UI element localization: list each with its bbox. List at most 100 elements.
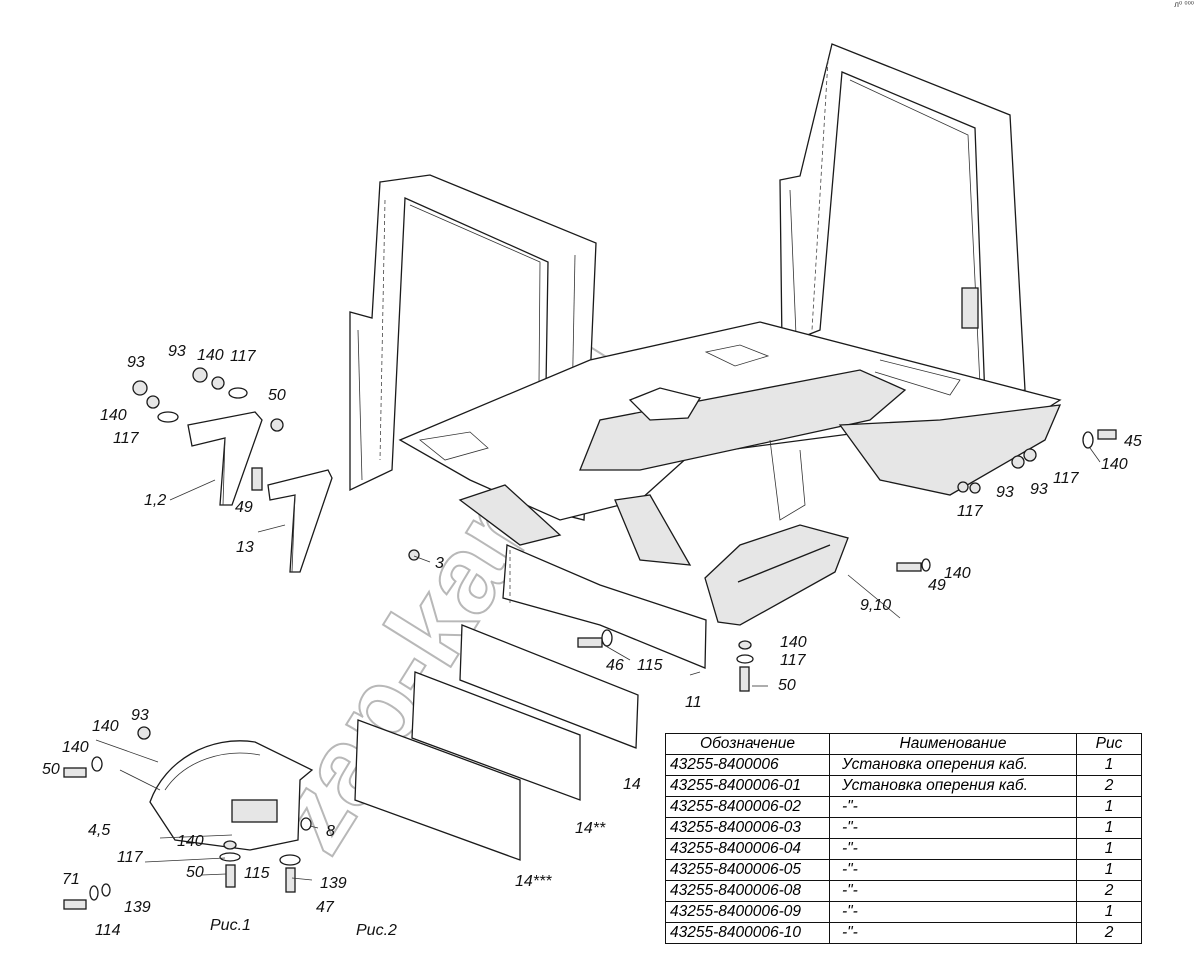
cell-name: -"-	[829, 859, 1077, 881]
callout: 117	[957, 503, 984, 520]
cell-designation: 43255-8400006-05	[665, 859, 830, 881]
table-row: 43255-8400006-04 -"- 1	[665, 838, 1142, 860]
cell-name: -"-	[829, 922, 1077, 944]
cell-name: -"-	[829, 838, 1077, 860]
callout: 140	[1101, 456, 1128, 473]
cell-fig: 2	[1076, 922, 1142, 944]
cell-fig: 1	[1076, 754, 1142, 776]
leader-lines	[144, 447, 1101, 881]
fender-4-5	[95, 739, 314, 851]
cell-fig: 1	[1076, 817, 1142, 839]
callout: 117	[1053, 470, 1080, 487]
callout: 115	[244, 865, 270, 882]
cell-designation: 43255-8400006	[665, 754, 830, 776]
seal-panel-14	[459, 624, 639, 749]
callout: 4,5	[88, 822, 110, 839]
cell-name: Установка оперения каб.	[829, 754, 1077, 776]
callout: 50	[42, 761, 60, 778]
figure-label-1: Рис.1	[210, 917, 251, 934]
callout: 140	[100, 407, 127, 424]
callout: 139	[124, 899, 151, 916]
table-header-row: Обозначение Наименование Рис	[665, 733, 1142, 755]
cell-designation: 43255-8400006-04	[665, 838, 830, 860]
callout: 140	[62, 739, 89, 756]
callout: 140	[92, 718, 119, 735]
spec-table: Обозначение Наименование Рис 43255-84000…	[665, 733, 1142, 944]
corner-mark: л⁰ ⁰⁰⁰	[1174, 0, 1194, 9]
callout: 114	[95, 922, 121, 939]
callout: 14***	[515, 873, 552, 890]
cell-fig: 1	[1076, 796, 1142, 818]
callout: 14**	[575, 820, 606, 837]
cell-fig: 1	[1076, 859, 1142, 881]
seal-panel-14-2	[411, 671, 581, 801]
header-designation: Обозначение	[665, 733, 830, 755]
callout: 50	[268, 387, 286, 404]
cell-name: -"-	[829, 817, 1077, 839]
callout: 140	[177, 833, 204, 850]
callout: 47	[316, 899, 335, 916]
cell-name: -"-	[829, 796, 1077, 818]
callout: 1,2	[144, 492, 166, 509]
callout: 8	[326, 823, 335, 840]
figure-label-2: Рис.2	[356, 922, 397, 939]
cell-designation: 43255-8400006-02	[665, 796, 830, 818]
callout: 93	[127, 354, 145, 371]
bracket-1-2	[187, 411, 263, 506]
callout: 45	[1124, 433, 1142, 450]
callout: 139	[320, 875, 347, 892]
cell-designation: 43255-8400006-01	[665, 775, 830, 797]
table-row: 43255-8400006-05 -"- 1	[665, 859, 1142, 881]
callout: 13	[236, 539, 254, 556]
table-row: 43255-8400006 Установка оперения каб. 1	[665, 754, 1142, 776]
callout: 3	[435, 555, 444, 572]
cell-designation: 43255-8400006-08	[665, 880, 830, 902]
mud-flap-9-10	[704, 524, 849, 626]
callout: 14	[623, 776, 641, 793]
cell-designation: 43255-8400006-03	[665, 817, 830, 839]
callout: 117	[113, 430, 140, 447]
callout: 49	[235, 499, 253, 516]
cab-floor-panel	[398, 321, 1062, 566]
callout: 117	[780, 652, 807, 669]
side-panel-11	[502, 544, 707, 669]
cell-designation: 43255-8400006-10	[665, 922, 830, 944]
callout: 93	[131, 707, 149, 724]
callout: 50	[186, 864, 204, 881]
table-row: 43255-8400006-10 -"- 2	[665, 922, 1142, 944]
callout: 140	[780, 634, 807, 651]
callout: 49	[928, 577, 946, 594]
seal-panel-14-3	[354, 719, 521, 861]
callout: 46	[606, 657, 624, 674]
callout: 93	[996, 484, 1014, 501]
cell-fig: 1	[1076, 838, 1142, 860]
callout: 93	[168, 343, 186, 360]
cell-name: -"-	[829, 880, 1077, 902]
table-row: 43255-8400006-02 -"- 1	[665, 796, 1142, 818]
cell-designation: 43255-8400006-09	[665, 901, 830, 923]
callout: 140	[944, 565, 971, 582]
table-row: 43255-8400006-03 -"- 1	[665, 817, 1142, 839]
callout: 9,10	[860, 597, 891, 614]
cell-name: Установка оперения каб.	[829, 775, 1077, 797]
callout: 50	[778, 677, 796, 694]
table-row: 43255-8400006-09 -"- 1	[665, 901, 1142, 923]
cell-fig: 2	[1076, 880, 1142, 902]
table-row: 43255-8400006-08 -"- 2	[665, 880, 1142, 902]
callout: 117	[117, 849, 144, 866]
callout: 11	[685, 694, 702, 711]
fasteners	[63, 367, 1117, 910]
callout: 71	[62, 871, 80, 888]
callout: 117	[230, 348, 257, 365]
callout: 93	[1030, 481, 1048, 498]
cell-name: -"-	[829, 901, 1077, 923]
cell-fig: 2	[1076, 775, 1142, 797]
table-row: 43255-8400006-01 Установка оперения каб.…	[665, 775, 1142, 797]
header-name: Наименование	[829, 733, 1077, 755]
header-fig: Рис	[1076, 733, 1142, 755]
callout: 115	[637, 657, 663, 674]
bracket-13	[267, 469, 333, 573]
cell-fig: 1	[1076, 901, 1142, 923]
callout: 140	[197, 347, 224, 364]
